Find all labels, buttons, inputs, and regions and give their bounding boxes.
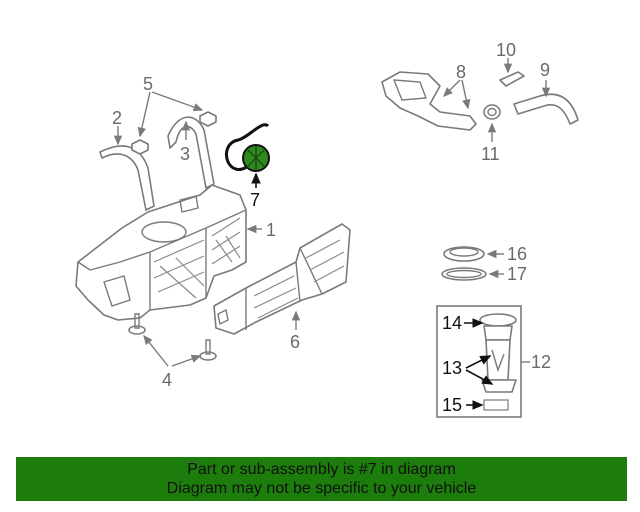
fuel-tank[interactable] [75,184,247,321]
hose-clamp[interactable] [499,71,525,87]
tank-strap[interactable] [99,145,155,211]
callout-11: 11 [481,144,500,164]
banner-line-2: Diagram may not be specific to your vehi… [166,480,477,497]
filler-hose[interactable] [513,93,579,125]
lock-ring[interactable] [443,246,485,262]
callout-15: 15 [442,395,462,415]
callout-4: 4 [162,370,172,390]
callout-14: 14 [442,313,462,333]
nut-left[interactable] [131,139,149,155]
banner-line-1: Part or sub-assembly is #7 in diagram [187,461,456,478]
callout-1: 1 [266,220,276,240]
callout-3: 3 [180,144,190,164]
callout-8: 8 [456,62,466,82]
callout-7: 7 [250,190,260,210]
vent-valve-assembly[interactable] [224,123,270,172]
callout-5: 5 [143,74,153,94]
tank-shield[interactable] [213,223,351,335]
callout-2: 2 [112,108,122,128]
callout-13: 13 [442,358,462,378]
callout-10: 10 [496,40,516,60]
callout-16: 16 [507,244,527,264]
strap-bracket[interactable] [167,116,215,189]
bolt-right[interactable] [199,339,217,361]
seal-ring[interactable] [441,267,487,281]
info-banner: Part or sub-assembly is #7 in diagram Di… [16,457,627,501]
filler-neck[interactable] [381,71,477,131]
leader-lines [113,58,551,410]
grommet[interactable] [483,104,501,120]
nut-right[interactable] [199,111,217,127]
callout-9: 9 [540,60,550,80]
callout-17: 17 [507,264,527,284]
callout-6: 6 [290,332,300,352]
bolt-left[interactable] [128,313,146,335]
callout-labels: 1 2 3 4 5 6 7 8 9 10 11 12 13 14 15 16 1… [112,40,551,415]
callout-12: 12 [531,352,551,372]
